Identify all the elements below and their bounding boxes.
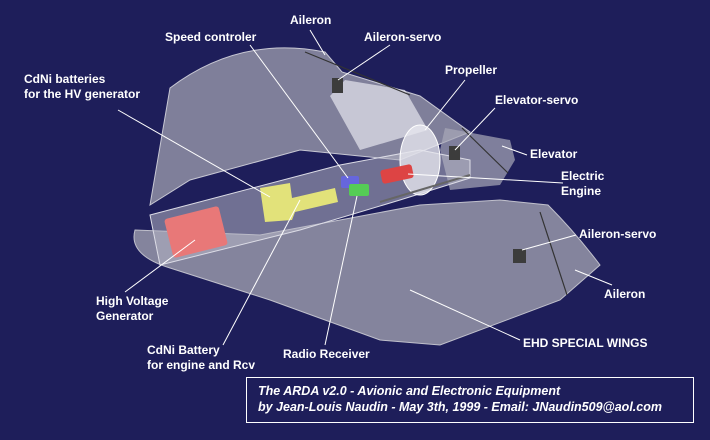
- caption-author: by Jean-Louis Naudin - May 3th, 1999 - E…: [258, 400, 662, 414]
- label-cdni-battery-line1: CdNi Battery: [147, 343, 220, 357]
- label-cdni-battery: CdNi Battery for engine and Rcv: [147, 343, 255, 373]
- caption-box: The ARDA v2.0 - Avionic and Electronic E…: [246, 377, 694, 423]
- radio-receiver-block: [349, 184, 369, 196]
- leader-aileron-servo-top: [337, 44, 391, 81]
- label-ehd-wings: EHD SPECIAL WINGS: [523, 336, 648, 350]
- label-aileron-bottom: Aileron: [604, 287, 646, 301]
- leader-radio-receiver: [324, 195, 358, 346]
- leader-cdni-battery: [222, 199, 301, 346]
- label-propeller: Propeller: [445, 63, 498, 77]
- label-cdni-hv-line2: for the HV generator: [24, 87, 141, 101]
- label-hv-generator-line2: Generator: [96, 309, 154, 323]
- aileron-hinge-top: [304, 51, 411, 96]
- electric-engine-block: [380, 164, 414, 184]
- leader-ehd-wings: [409, 289, 521, 341]
- label-hv-generator-line1: High Voltage: [96, 294, 169, 308]
- leader-electric-engine: [407, 173, 564, 184]
- leader-aileron-servo-bottom: [521, 234, 577, 251]
- label-elevator-servo: Elevator-servo: [495, 93, 579, 107]
- leader-aileron-bottom: [574, 269, 613, 286]
- leader-elevator-servo: [454, 107, 496, 151]
- leader-hv-generator: [124, 239, 196, 293]
- label-electric-engine-line2: Engine: [561, 184, 602, 198]
- aileron-hinge-bottom: [539, 211, 568, 296]
- label-speed-controler: Speed controler: [165, 30, 257, 44]
- label-electric-engine: Electric Engine: [561, 169, 604, 199]
- propeller-disc: [399, 124, 441, 196]
- label-cdni-hv: CdNi batteries for the HV generator: [24, 72, 140, 102]
- label-elevator: Elevator: [530, 147, 578, 161]
- label-aileron-servo-bottom: Aileron-servo: [579, 227, 657, 241]
- label-aileron-servo-top: Aileron-servo: [364, 30, 442, 44]
- hv-generator-block: [164, 206, 228, 258]
- leader-speed-controler: [249, 44, 349, 179]
- elevator-hinge: [461, 127, 509, 174]
- aileron-servo-bottom-block: [513, 249, 526, 263]
- label-cdni-battery-line2: for engine and Rcv: [147, 358, 256, 372]
- propeller-shaft: [379, 174, 471, 203]
- leader-cdni-hv: [117, 109, 271, 198]
- caption-title: The ARDA v2.0 - Avionic and Electronic E…: [258, 384, 561, 398]
- label-cdni-hv-line1: CdNi batteries: [24, 72, 106, 86]
- label-electric-engine-line1: Electric: [561, 169, 605, 183]
- elevator-servo-block: [449, 146, 460, 160]
- label-radio-receiver: Radio Receiver: [283, 347, 370, 361]
- leader-elevator: [501, 145, 528, 156]
- label-hv-generator: High Voltage Generator: [96, 294, 168, 324]
- aileron-servo-top-block: [332, 78, 343, 93]
- top-wing-highlight: [330, 80, 428, 150]
- label-aileron-top: Aileron: [290, 13, 332, 27]
- leader-aileron-top: [309, 29, 326, 56]
- leader-propeller: [424, 79, 466, 131]
